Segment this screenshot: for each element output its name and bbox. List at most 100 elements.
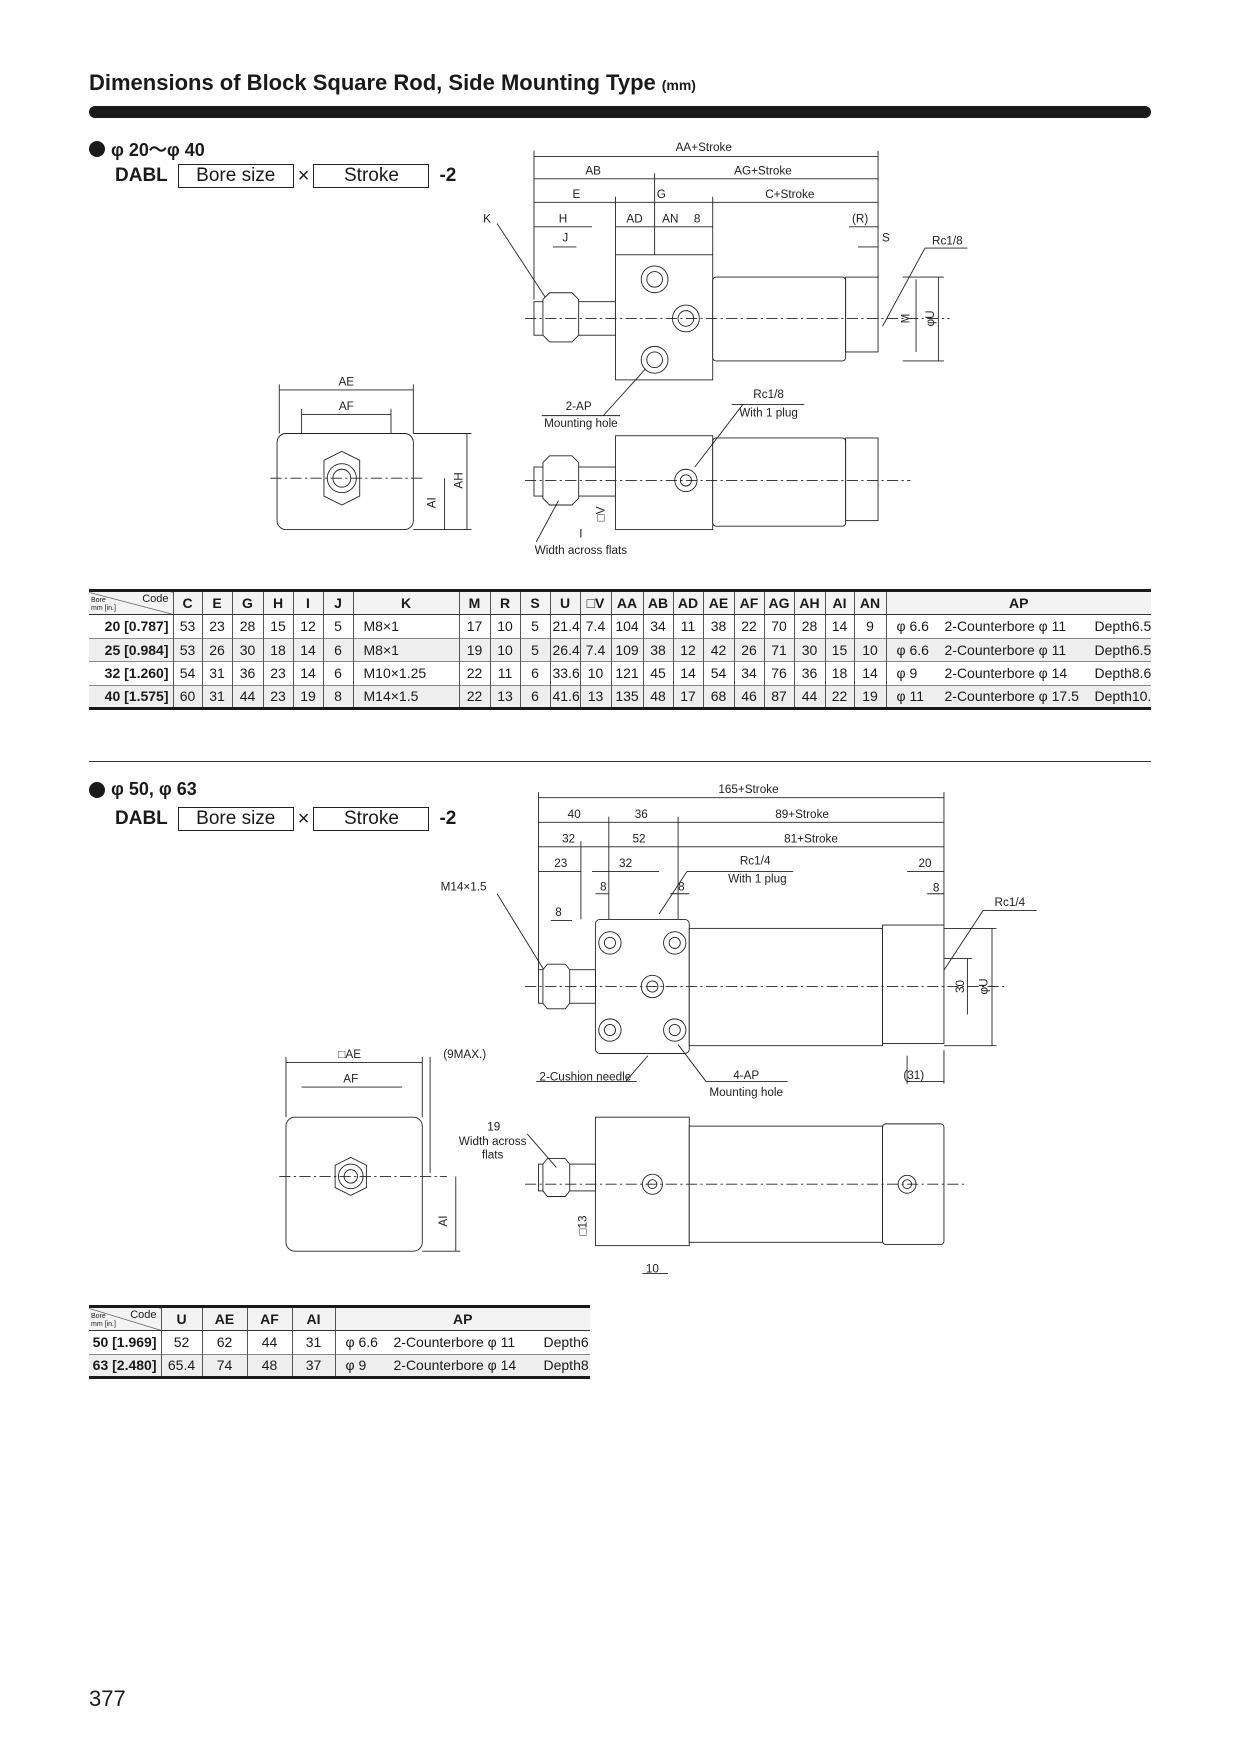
dim-i: I: [579, 527, 582, 540]
model-name: DABL: [115, 808, 168, 829]
value-cell: 23: [262, 684, 293, 709]
section1-heading: φ 20～φ 40: [89, 136, 205, 162]
value-cell: 44: [231, 684, 263, 709]
value-cell: 48: [246, 1353, 292, 1378]
ap-part: 2-Counterbore φ 14: [944, 665, 1068, 682]
dim-ai: AI: [437, 1216, 450, 1227]
column-header: AF: [246, 1306, 292, 1331]
drawing-1-lines: [270, 150, 968, 543]
dim-s: S: [882, 231, 890, 244]
value-cell: 22: [824, 684, 854, 709]
dim-19: 19: [487, 1121, 500, 1134]
ap-part: φ 9: [345, 1357, 367, 1374]
dim-m: M: [899, 314, 912, 324]
plug-port: Rc1/4: [740, 855, 771, 868]
value-cell: 17: [458, 614, 490, 638]
drawing-1-labels: AA+Stroke AB AG+Stroke E G C+Stroke K H …: [338, 141, 963, 557]
value-cell: 19: [458, 637, 490, 662]
value-cell: 5: [322, 614, 353, 638]
ap-part: Depth10.8: [1094, 688, 1152, 705]
dim-ai: AI: [426, 497, 439, 508]
value-cell: 5: [519, 614, 550, 638]
ap-part: φ 6.6: [896, 618, 929, 635]
width-across-flats: Width across: [459, 1135, 527, 1148]
dim-an: AN: [662, 212, 678, 225]
value-cell: 38: [702, 614, 734, 638]
value-cell: 18: [262, 637, 293, 662]
value-cell: M10×1.25: [352, 661, 459, 685]
dim-ag: AG+Stroke: [734, 164, 792, 177]
value-cell: 15: [824, 637, 854, 662]
bore-cell: 25 [0.984]: [89, 637, 173, 662]
dim-8: 8: [678, 880, 685, 893]
corner-code: Code: [130, 1309, 157, 1321]
ap-part: 2-Counterbore φ 14: [393, 1357, 517, 1374]
value-cell: 54: [172, 661, 202, 685]
column-header: AI: [824, 590, 854, 615]
value-cell: 26.4: [549, 637, 580, 662]
port-rc14: Rc1/4: [995, 896, 1026, 909]
bore-size-box: Bore size: [177, 164, 294, 188]
ap-part: Depth8.6: [543, 1357, 591, 1374]
model-suffix: -2: [439, 165, 457, 186]
column-header: AN: [853, 590, 886, 615]
dim-g: G: [657, 188, 666, 201]
dim-u: φU: [924, 310, 937, 326]
dim-e: E: [573, 188, 581, 201]
column-header: H: [262, 590, 293, 615]
dim-32b: 32: [619, 857, 632, 870]
corner-bore: Bore: [91, 1313, 106, 1320]
value-cell: 14: [824, 614, 854, 638]
value-cell: 7.4: [579, 614, 611, 638]
value-cell: 121: [610, 661, 643, 685]
column-header: AP: [334, 1306, 590, 1331]
bore-cell: 50 [1.969]: [89, 1330, 161, 1354]
value-cell: 12: [672, 637, 703, 662]
value-cell: 28: [793, 614, 825, 638]
dim-23: 23: [554, 857, 567, 870]
column-header: AP: [885, 590, 1151, 615]
dim-81: 81+Stroke: [784, 832, 838, 845]
dim-ae: AE: [338, 375, 354, 388]
dim-k: K: [483, 212, 491, 225]
value-cell: 10: [579, 661, 611, 685]
value-cell: 22: [458, 661, 490, 685]
corner-unit: mm [in.]: [91, 605, 116, 612]
column-header: AA: [610, 590, 643, 615]
column-header: AB: [642, 590, 673, 615]
value-cell: 6: [519, 661, 550, 685]
section-divider: [89, 761, 1151, 762]
value-cell: 15: [262, 614, 293, 638]
dim-8: 8: [600, 880, 607, 893]
stroke-box: Stroke: [313, 164, 430, 188]
value-cell: 14: [672, 661, 703, 685]
ap-part: 2-Counterbore φ 11: [393, 1334, 516, 1351]
section1-model-code: DABL Bore size × Stroke -2: [115, 164, 466, 188]
ap-part: Depth6.5: [1094, 641, 1152, 658]
value-cell: 70: [763, 614, 794, 638]
value-cell: 13: [489, 684, 520, 709]
value-cell: 104: [610, 614, 643, 638]
bore-range: φ 50, φ 63: [111, 779, 197, 799]
plug-note: With 1 plug: [739, 407, 798, 420]
value-cell: 22: [733, 614, 764, 638]
value-cell: 33.6: [549, 661, 580, 685]
dim-8: 8: [933, 882, 940, 895]
value-cell: 8: [322, 684, 353, 709]
dim-r: (R): [852, 212, 868, 225]
column-header: AG: [763, 590, 794, 615]
corner-unit: mm [in.]: [91, 1321, 116, 1328]
column-header: AE: [201, 1306, 247, 1331]
value-cell: 87: [763, 684, 794, 709]
bore-cell: 40 [1.575]: [89, 684, 173, 709]
value-cell: 31: [201, 661, 232, 685]
value-cell: 7.4: [579, 637, 611, 662]
column-header: G: [231, 590, 263, 615]
dim-ab: AB: [585, 164, 601, 177]
value-cell: 62: [201, 1330, 247, 1354]
dim-ad: AD: [626, 212, 642, 225]
value-cell: 6: [322, 637, 353, 662]
